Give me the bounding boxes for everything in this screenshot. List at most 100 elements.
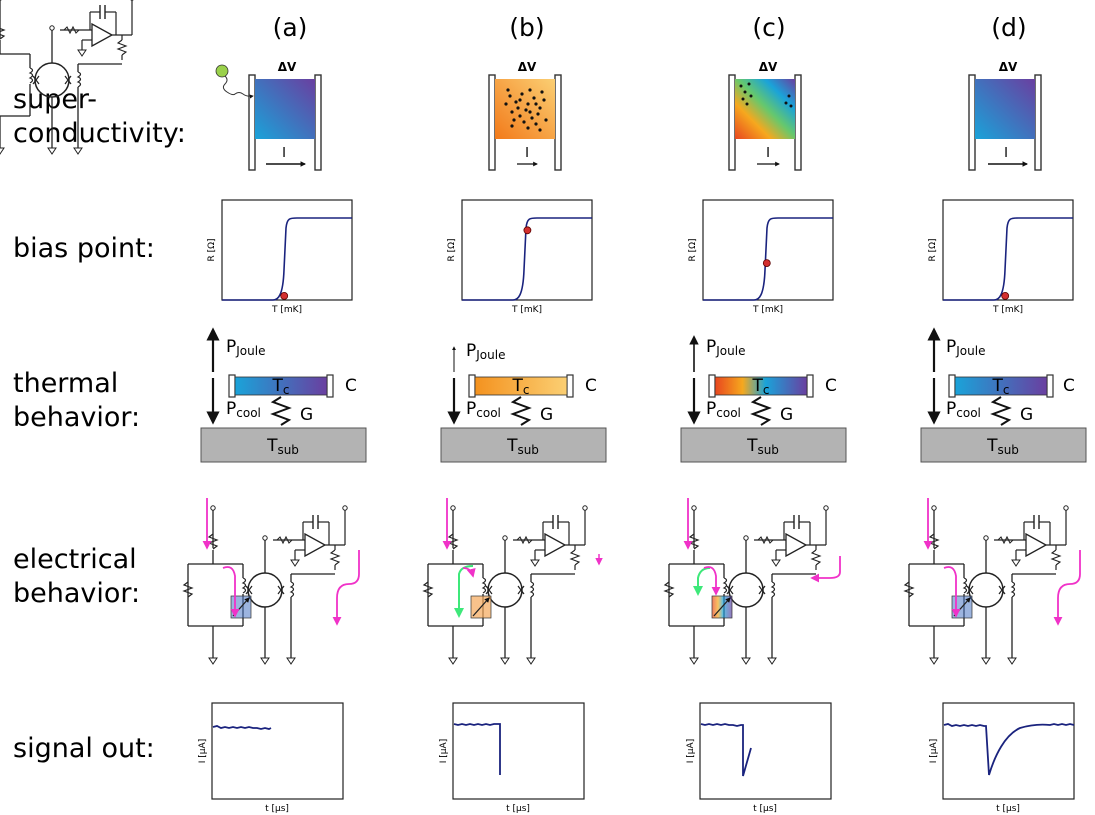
critical-temperature-label: Tc bbox=[752, 376, 770, 397]
substrate-temperature-label: Tsub bbox=[506, 436, 539, 457]
electrical-panel-a bbox=[183, 498, 360, 665]
signal-panel-d: t [µs] I [µA] bbox=[929, 702, 1075, 814]
bias-point-marker bbox=[280, 291, 289, 300]
current-label: I bbox=[1004, 146, 1008, 161]
bias-panel-d: T [mK] R [Ω] bbox=[928, 199, 1074, 315]
bias-point-marker bbox=[1001, 291, 1010, 300]
bias-point-panels: T [mK] R [Ω] T [mK] R [Ω] T [mK] R [Ω] T… bbox=[207, 199, 1074, 315]
signal-panel-a: t [µs] I [µA] bbox=[198, 702, 344, 814]
y-axis-label: I [µA] bbox=[929, 739, 939, 763]
thermal-conductance-label: G bbox=[540, 405, 553, 425]
quasiparticle-cloud bbox=[504, 88, 548, 132]
heat-capacity-label: C bbox=[345, 376, 357, 396]
x-axis-label: t [µs] bbox=[506, 804, 530, 814]
column-header-a: (a) bbox=[273, 13, 308, 42]
substrate bbox=[440, 427, 607, 463]
bias-panel-b: T [mK] R [Ω] bbox=[447, 199, 593, 315]
photon-icon bbox=[215, 64, 229, 78]
thermal-link-icon bbox=[270, 396, 292, 426]
substrate-temperature-label: Tsub bbox=[266, 436, 299, 457]
signal-panel-b: t [µs] I [µA] bbox=[439, 702, 585, 814]
y-axis-label: I [µA] bbox=[198, 739, 208, 763]
column-header-c: (c) bbox=[752, 13, 785, 42]
column-header-d: (d) bbox=[991, 13, 1026, 42]
x-axis-label: t [µs] bbox=[753, 804, 777, 814]
electrical-panel-c bbox=[664, 498, 841, 665]
y-axis-label: R [Ω] bbox=[928, 238, 938, 261]
output-current-arrow bbox=[1053, 550, 1081, 626]
row-label-thermal-line1: thermal bbox=[13, 368, 118, 399]
tes-absorber bbox=[954, 376, 1048, 396]
output-current-arrow bbox=[810, 556, 841, 583]
thermal-link-icon bbox=[510, 396, 532, 426]
readout-circuit-template bbox=[0, 0, 134, 155]
tes-current-arrow bbox=[222, 566, 240, 618]
cooling-power-label: Pcool bbox=[706, 399, 741, 420]
cooling-power-label: Pcool bbox=[466, 399, 501, 420]
thermal-link-icon bbox=[750, 396, 772, 426]
signal-panel-c: t [µs] I [µA] bbox=[686, 702, 832, 814]
transition-curve bbox=[943, 217, 1073, 301]
thermal-conductance-label: G bbox=[300, 405, 313, 425]
signal-trace bbox=[212, 725, 272, 730]
superconductor-panel-c: ΔV I bbox=[728, 60, 802, 171]
superconductor-film bbox=[975, 79, 1035, 139]
x-axis-label: t [µs] bbox=[996, 804, 1020, 814]
row-label-electrical-line2: behavior: bbox=[13, 578, 140, 609]
shunt-current-arrow bbox=[454, 565, 474, 618]
y-axis-label: R [Ω] bbox=[688, 238, 698, 261]
tes-absorber bbox=[474, 376, 568, 396]
x-axis-label: T [mK] bbox=[271, 305, 302, 315]
x-axis-label: T [mK] bbox=[752, 305, 783, 315]
superconductor-panel-a: ΔV I bbox=[215, 60, 322, 171]
thermal-conductance-label: G bbox=[1020, 405, 1033, 425]
current-label: I bbox=[525, 146, 529, 161]
bias-panel-a: T [mK] R [Ω] bbox=[207, 199, 353, 315]
joule-power-label: PJoule bbox=[226, 337, 265, 358]
thermal-panel-a: PJoule Pcool Tc C G Tsub bbox=[200, 327, 367, 463]
superconductor-film bbox=[735, 79, 795, 139]
tes-absorber bbox=[234, 376, 328, 396]
photon-path-icon bbox=[222, 75, 254, 99]
row-label-superconductivity-line1: super- bbox=[13, 84, 97, 115]
row-label-thermal-line2: behavior: bbox=[13, 402, 140, 433]
row-label-superconductivity-line2: conductivity: bbox=[13, 118, 186, 149]
x-axis-label: t [µs] bbox=[265, 804, 289, 814]
substrate-temperature-label: Tsub bbox=[986, 436, 1019, 457]
cooling-power-label: Pcool bbox=[226, 399, 261, 420]
voltage-label: ΔV bbox=[518, 60, 537, 74]
bias-point-marker bbox=[523, 226, 532, 235]
heat-capacity-label: C bbox=[825, 376, 837, 396]
joule-power-label: PJoule bbox=[466, 341, 505, 362]
current-label: I bbox=[766, 146, 770, 161]
y-axis-label: R [Ω] bbox=[447, 238, 457, 261]
tes-current-arrow bbox=[462, 567, 476, 578]
tes-absorber bbox=[714, 376, 808, 396]
current-label: I bbox=[282, 146, 286, 161]
superconductor-panel-b: ΔV I bbox=[488, 60, 562, 171]
superconductor-panel-d: ΔV I bbox=[968, 60, 1042, 171]
joule-power-label: PJoule bbox=[946, 337, 985, 358]
voltage-label: ΔV bbox=[999, 60, 1018, 74]
thermal-panel-d: PJoule Pcool Tc C G Tsub bbox=[920, 327, 1087, 463]
y-axis-label: I [µA] bbox=[439, 739, 449, 763]
thermal-panel-c: PJoule Pcool Tc C G Tsub bbox=[680, 335, 847, 463]
column-header-b: (b) bbox=[509, 13, 544, 42]
superconductor-film bbox=[255, 79, 315, 139]
quasiparticle-cloud bbox=[739, 82, 793, 108]
substrate bbox=[920, 427, 1087, 463]
thermal-conductance-label: G bbox=[780, 405, 793, 425]
row-labels: super- conductivity: bias point: thermal… bbox=[13, 84, 186, 764]
electrical-panel-d bbox=[904, 498, 1081, 665]
signal-trace bbox=[943, 723, 1075, 776]
transition-curve bbox=[703, 217, 833, 301]
row-label-electrical-line1: electrical bbox=[13, 544, 137, 575]
voltage-label: ΔV bbox=[278, 60, 297, 74]
thermal-panel-b: PJoule Pcool Tc C G Tsub bbox=[440, 341, 607, 463]
heat-capacity-label: C bbox=[585, 376, 597, 396]
substrate-temperature-label: Tsub bbox=[746, 436, 779, 457]
y-axis-label: I [µA] bbox=[686, 739, 696, 763]
heat-capacity-label: C bbox=[1063, 376, 1075, 396]
cooling-power-label: Pcool bbox=[946, 399, 981, 420]
